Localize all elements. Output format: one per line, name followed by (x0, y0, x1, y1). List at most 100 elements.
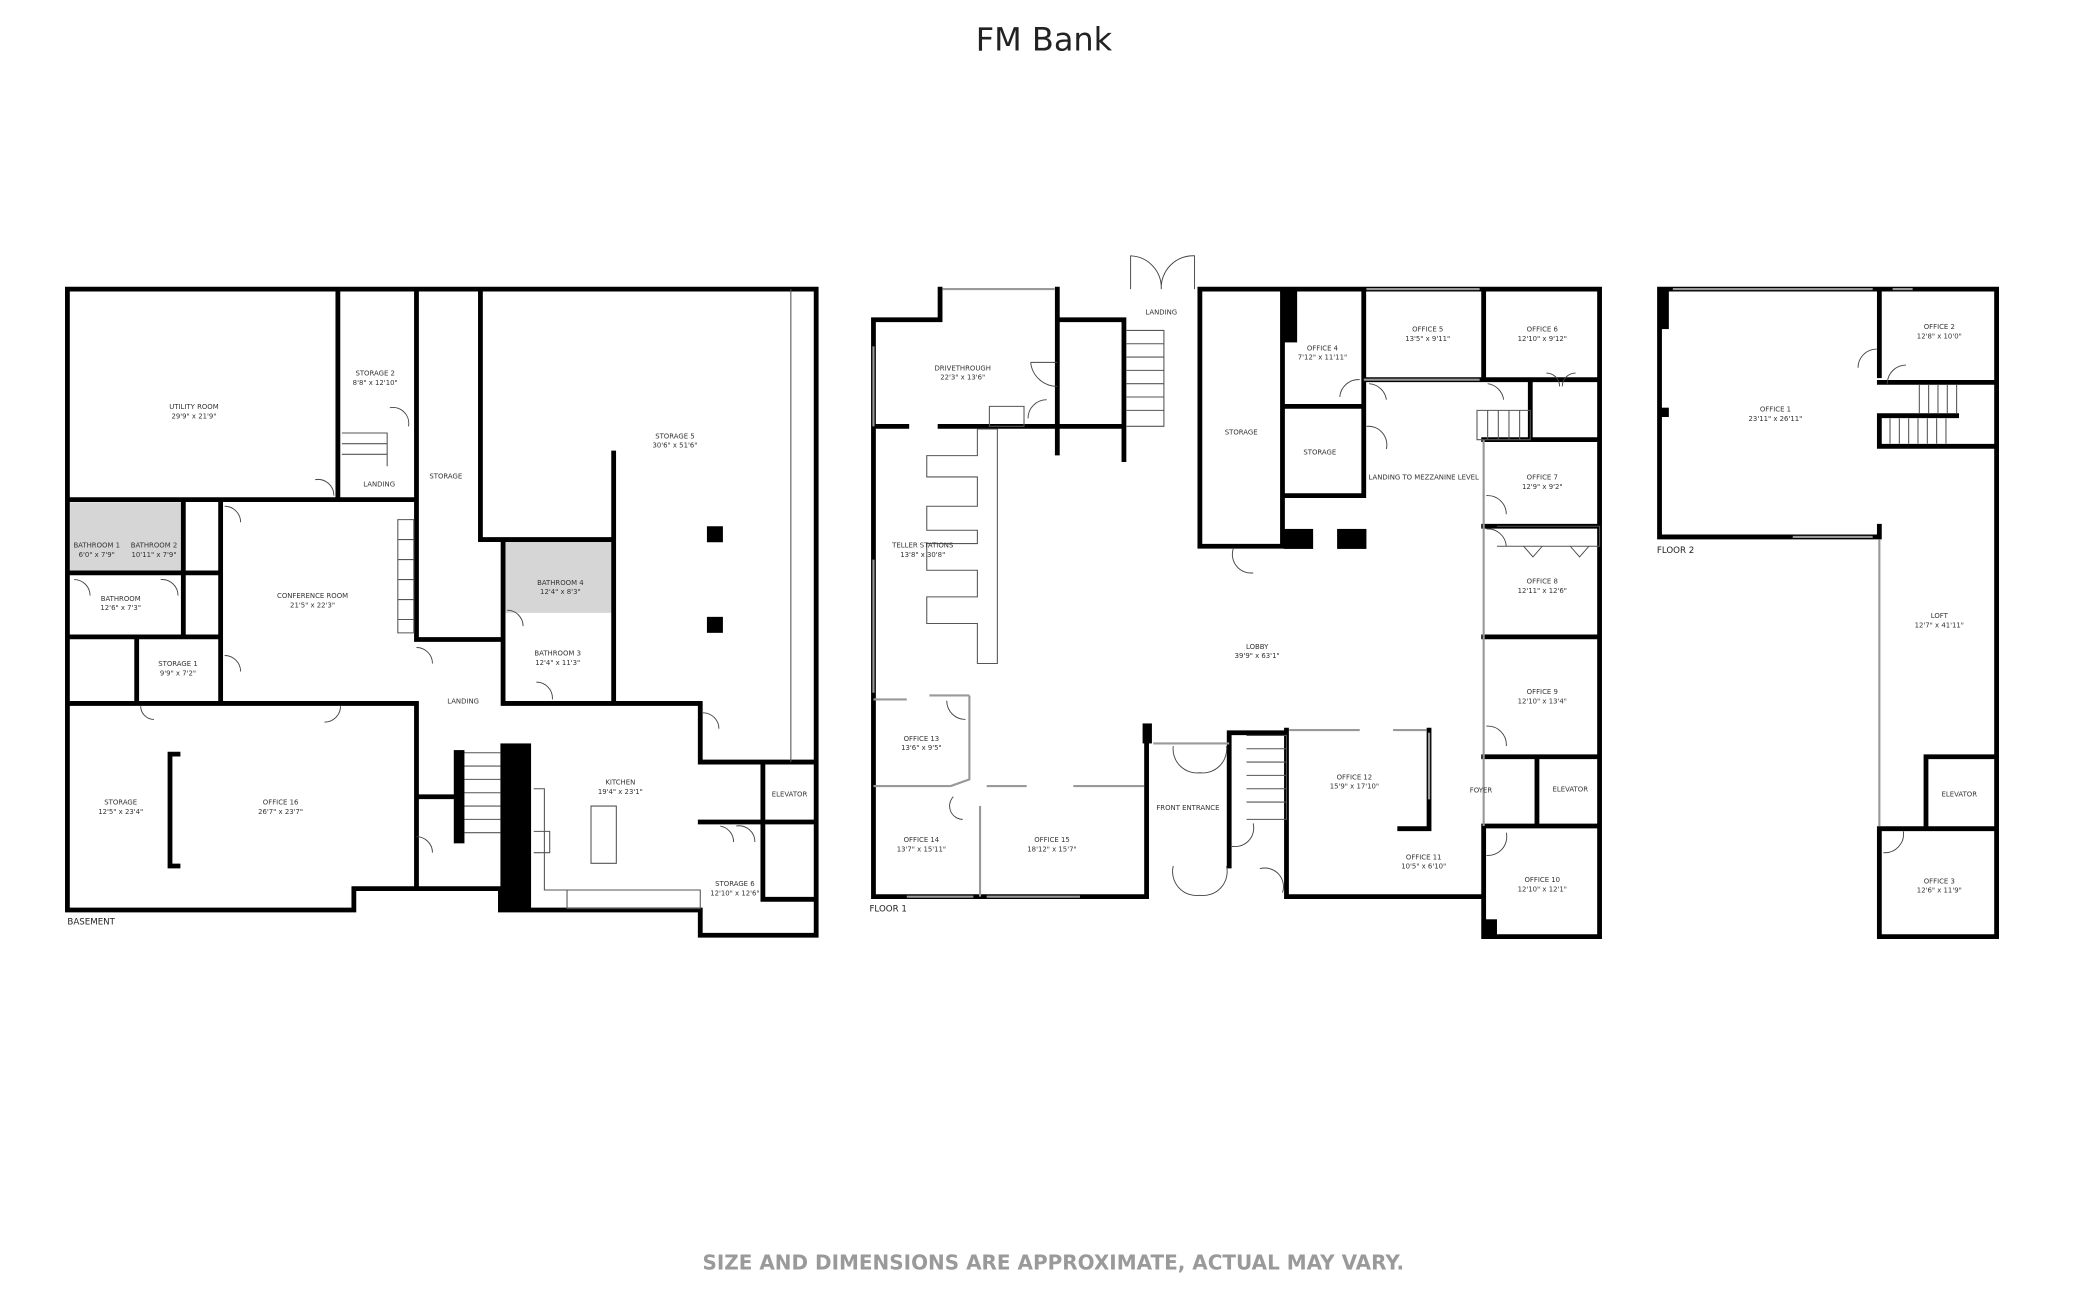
room-name: LANDING TO MEZZANINE LEVEL (1369, 474, 1480, 482)
room-name: OFFICE 9 (1527, 688, 1558, 696)
wall-pier (1142, 723, 1152, 744)
room-name: BATHROOM 3 (534, 649, 581, 657)
wall-pier (1283, 289, 1298, 343)
room-name: STORAGE (1303, 448, 1336, 456)
room-name: DRIVETHROUGH (934, 364, 991, 372)
room-dims: 29'9" x 21'9" (171, 412, 216, 420)
basement-plan: UTILITY ROOM 29'9" x 21'9" STORAGE 2 8'8… (65, 286, 819, 938)
wall-pier (1337, 528, 1367, 549)
floor-1-windows (872, 288, 1485, 898)
room-name: FOYER (1470, 787, 1493, 795)
floor-1-doors (946, 255, 1590, 897)
room-dims: 12'6" x 7'3" (100, 604, 141, 612)
room-name: UTILITY ROOM (169, 403, 218, 411)
wall-pier (1283, 528, 1314, 549)
room-name: BATHROOM 1 (73, 542, 120, 550)
room-name: STORAGE 1 (158, 660, 197, 668)
room-name: OFFICE 8 (1527, 578, 1558, 586)
room-name: BATHROOM (101, 595, 141, 603)
room-name: ELEVATOR (772, 791, 808, 799)
room-dims: 12'4" x 11'3" (535, 659, 580, 667)
floor-2-stairs (1889, 385, 1958, 444)
basement-doors (74, 406, 756, 853)
floor-2-walls (1657, 286, 1999, 940)
room-name: STORAGE 6 (715, 880, 754, 888)
wall-pier (1483, 919, 1497, 937)
room-name: BATHROOM 2 (131, 542, 178, 550)
room-dims: 12'10" x 12'1" (1518, 885, 1567, 893)
basement-walls (65, 286, 819, 938)
room-name: FRONT ENTRANCE (1156, 804, 1219, 812)
room-name: OFFICE 6 (1527, 326, 1558, 334)
room-dims: 12'10" x 9'12" (1518, 335, 1567, 343)
room-name: STORAGE (429, 472, 462, 480)
room-dims: 30'6" x 51'6" (652, 442, 697, 450)
room-dims: 15'9" x 17'10" (1330, 783, 1379, 791)
room-name: OFFICE 1 (1760, 406, 1791, 414)
room-name: TELLER STATIONS (891, 542, 953, 550)
room-dims: 21'5" x 22'3" (290, 602, 335, 610)
room-name: OFFICE 3 (1924, 877, 1955, 885)
room-name: OFFICE 16 (263, 799, 299, 807)
room-dims: 22'3" x 13'6" (940, 374, 985, 382)
room-dims: 13'7" x 15'11" (897, 845, 946, 853)
room-name: LANDING (363, 480, 395, 488)
kitchen-wall-block (500, 743, 532, 910)
floor-2-doors (1857, 348, 1907, 854)
room-dims: 23'11" x 26'11" (1749, 415, 1803, 423)
room-name: OFFICE 4 (1307, 344, 1338, 352)
room-name: CONFERENCE ROOM (277, 592, 348, 600)
plan-title: FM Bank (976, 21, 1113, 59)
wall-pier (1659, 407, 1669, 418)
room-dims: 12'8" x 10'0" (1917, 332, 1962, 340)
room-dims: 39'9" x 63'1" (1235, 652, 1280, 660)
room-name: OFFICE 15 (1034, 836, 1070, 844)
room-name: BATHROOM 4 (537, 579, 584, 587)
room-name: LOBBY (1246, 643, 1269, 651)
floor-1-plan: LANDING DRIVETHROUGH 22'3" x 13'6" STORA… (869, 255, 1602, 940)
column (706, 526, 723, 543)
room-name: LOFT (1931, 612, 1949, 620)
office-16-partition (167, 751, 181, 869)
floor-label-floor-2: FLOOR 2 (1657, 546, 1694, 556)
room-dims: 12'10" x 13'4" (1518, 697, 1567, 705)
room-name: STORAGE (104, 799, 137, 807)
room-dims: 12'11" x 12'6" (1518, 587, 1567, 595)
room-dims: 9'9" x 7'2" (160, 669, 196, 677)
floor-label-floor-1: FLOOR 1 (869, 904, 906, 914)
room-dims: 13'6" x 9'5" (901, 744, 942, 752)
room-name: OFFICE 14 (904, 836, 940, 844)
room-name: OFFICE 7 (1527, 474, 1558, 482)
floor-label-basement: BASEMENT (67, 918, 115, 928)
room-dims: 12'4" x 8'3" (540, 588, 581, 596)
room-dims: 10'5" x 6'10" (1401, 863, 1446, 871)
room-dims: 13'5" x 9'11" (1405, 335, 1450, 343)
room-dims: 7'12" x 11'11" (1298, 354, 1347, 362)
floor-2-windows (1672, 288, 1913, 827)
teller-counter (926, 428, 998, 665)
room-dims: 18'12" x 15'7" (1027, 845, 1076, 853)
room-name: OFFICE 5 (1412, 326, 1443, 334)
room-name: OFFICE 10 (1524, 876, 1560, 884)
room-name: ELEVATOR (1553, 785, 1589, 793)
wall-pier (1659, 289, 1669, 330)
room-name: OFFICE 12 (1337, 773, 1373, 781)
room-dims: 26'7" x 23'7" (258, 808, 303, 816)
room-dims: 10'11" x 7'9" (132, 551, 177, 559)
stair-stringer (453, 750, 465, 844)
floor-2-plan: OFFICE 2 12'8" x 10'0" OFFICE 1 23'11" x… (1657, 286, 1999, 940)
room-dims: 12'7" x 41'11" (1915, 622, 1964, 630)
room-name: OFFICE 13 (904, 735, 940, 743)
room-name: STORAGE 5 (655, 432, 694, 440)
room-dims: 12'9" x 9'2" (1522, 483, 1563, 491)
room-dims: 8'8" x 12'10" (353, 379, 398, 387)
room-name: STORAGE (1225, 428, 1258, 436)
room-dims: 12'6" x 11'9" (1917, 887, 1962, 895)
room-name: ELEVATOR (1942, 791, 1978, 799)
room-name: KITCHEN (605, 779, 635, 787)
bathroom-4-floor-fill (504, 540, 614, 613)
room-dims: 6'0" x 7'9" (79, 551, 115, 559)
room-dims: 13'8" x 30'8" (900, 551, 945, 559)
room-name: OFFICE 11 (1406, 853, 1442, 861)
